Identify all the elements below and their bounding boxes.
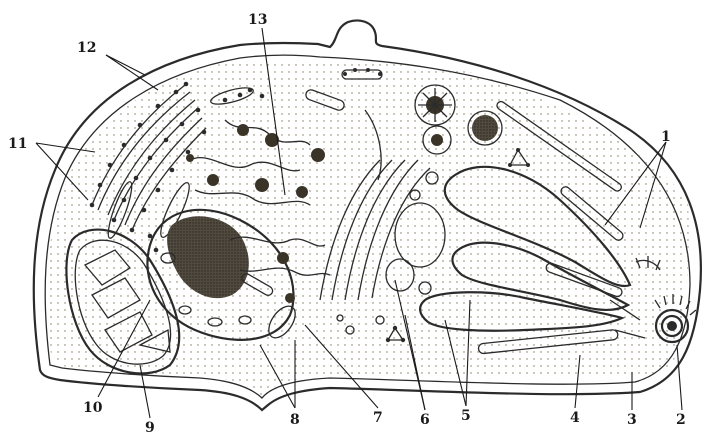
label-12: 12 [77, 40, 96, 56]
label-3: 3 [627, 412, 637, 428]
label-13: 13 [248, 12, 267, 28]
label-2: 2 [676, 412, 686, 428]
label-1: 1 [661, 129, 671, 145]
label-5: 5 [461, 408, 471, 424]
label-10: 10 [83, 400, 103, 416]
label-6: 6 [420, 412, 430, 428]
label-8: 8 [290, 412, 300, 428]
label-4: 4 [570, 410, 580, 426]
label-7: 7 [373, 410, 383, 426]
label-9: 9 [145, 420, 155, 436]
label-11: 11 [8, 136, 27, 152]
